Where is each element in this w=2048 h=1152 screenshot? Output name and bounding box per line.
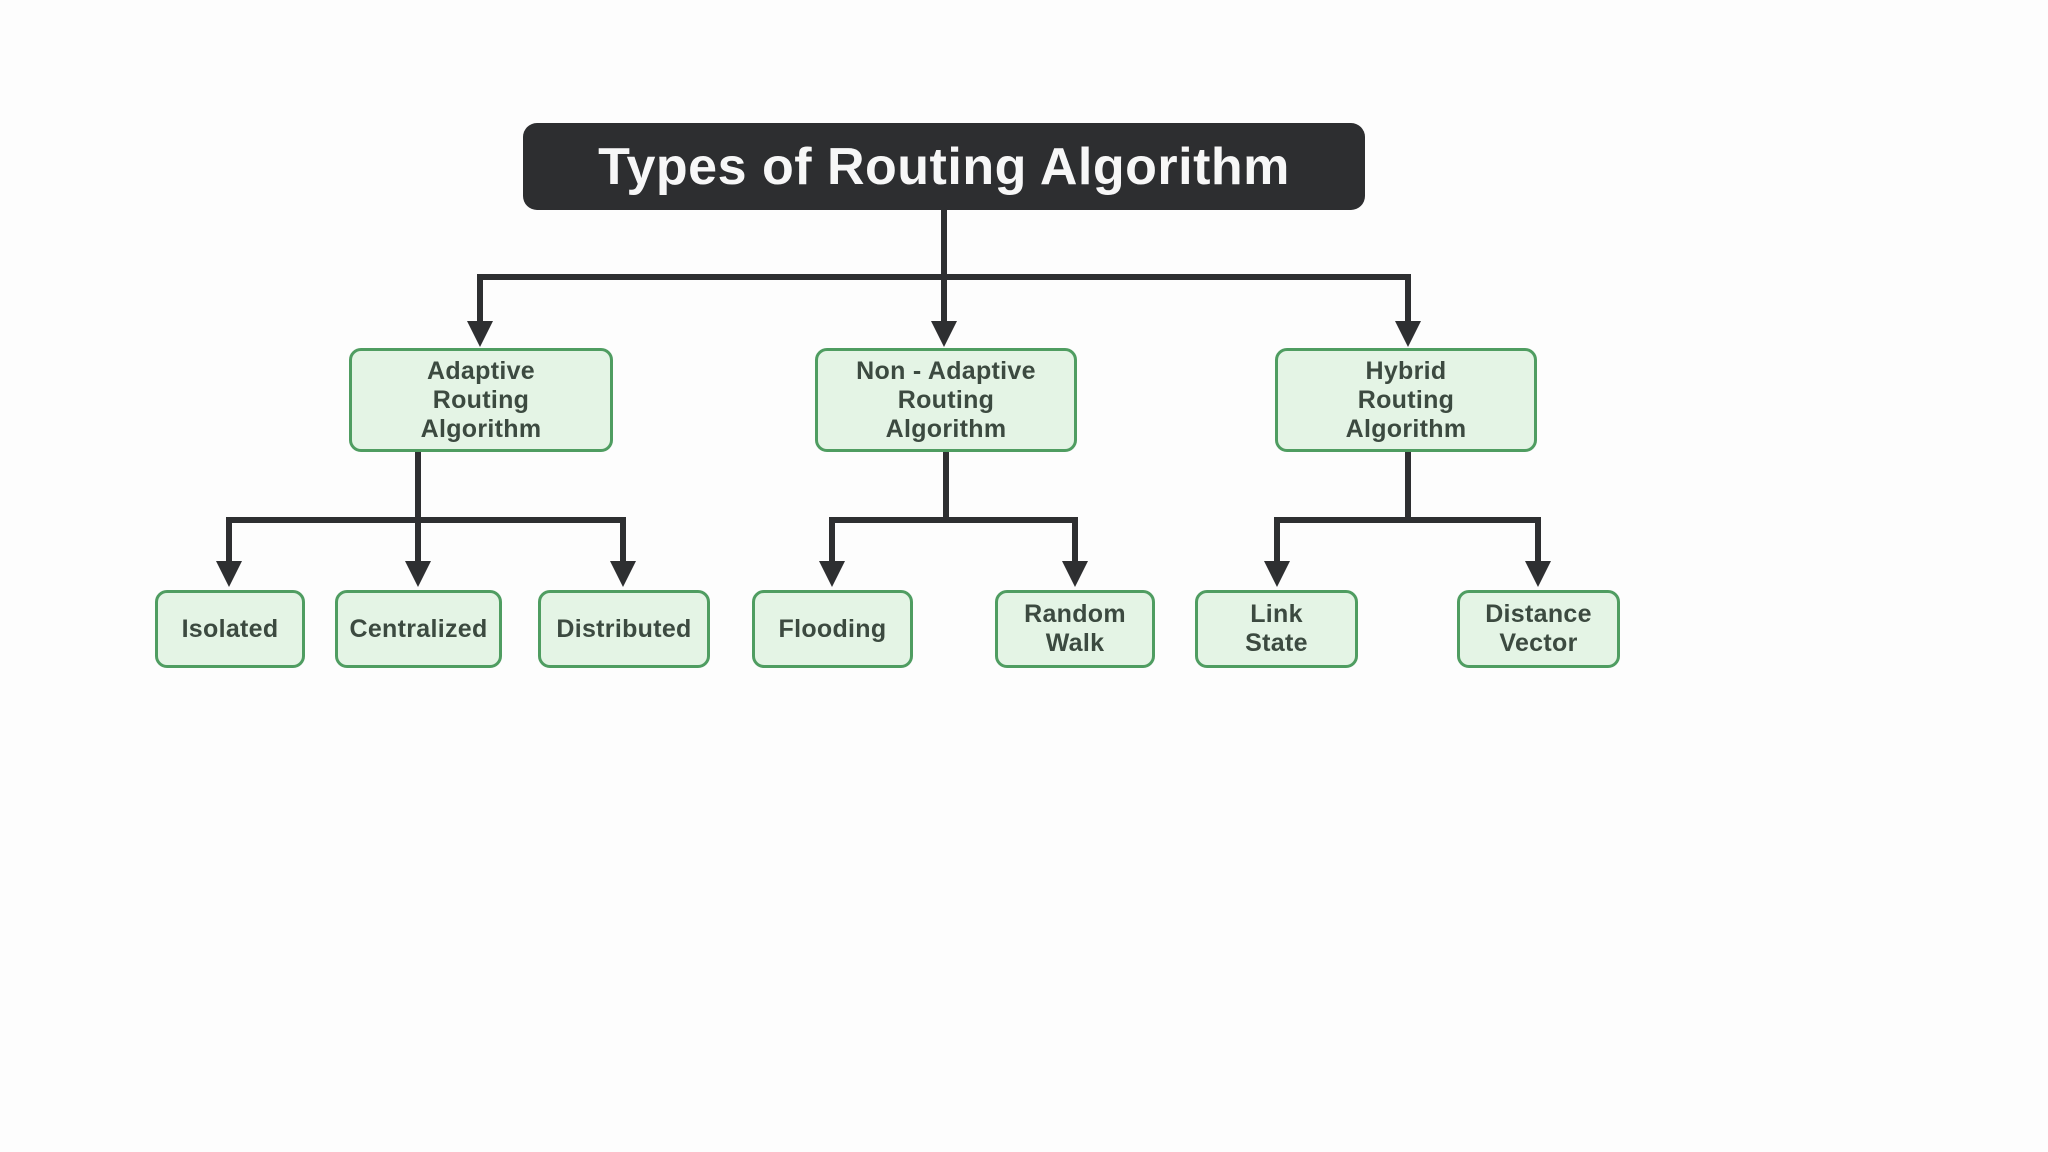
node-flooding: Flooding: [752, 590, 913, 668]
node-label-line: Adaptive: [427, 356, 535, 385]
node-label-line: Routing: [897, 385, 995, 414]
node-label-line: Distributed: [556, 614, 692, 643]
node-centralized: Centralized: [335, 590, 502, 668]
node-label-line: Routing: [432, 385, 530, 414]
node-label-line: Non - Adaptive: [856, 356, 1036, 385]
node-isolated: Isolated: [155, 590, 305, 668]
node-label-line: Algorithm: [420, 414, 542, 443]
node-label-line: Vector: [1499, 629, 1578, 657]
node-label-line: Algorithm: [1345, 414, 1467, 443]
node-label-line: Distance: [1485, 600, 1592, 628]
node-label-line: Walk: [1045, 629, 1105, 657]
diagram-title-text: Types of Routing Algorithm: [598, 137, 1290, 196]
node-label-line: Isolated: [181, 614, 279, 643]
diagram-title: Types of Routing Algorithm: [523, 123, 1365, 210]
node-label-line: Routing: [1357, 385, 1455, 414]
node-adaptive-routing-algorithm: Adaptive Routing Algorithm: [349, 348, 613, 452]
node-label-line: State: [1245, 629, 1308, 657]
node-link-state: Link State: [1195, 590, 1358, 668]
node-distributed: Distributed: [538, 590, 710, 668]
node-distance-vector: Distance Vector: [1457, 590, 1620, 668]
node-hybrid-routing-algorithm: Hybrid Routing Algorithm: [1275, 348, 1537, 452]
node-label-line: Centralized: [349, 614, 488, 643]
node-label-line: Algorithm: [885, 414, 1007, 443]
node-label-line: Hybrid: [1365, 356, 1447, 385]
node-non-adaptive-routing-algorithm: Non - Adaptive Routing Algorithm: [815, 348, 1077, 452]
node-label-line: Random: [1024, 600, 1126, 628]
node-label-line: Flooding: [778, 614, 887, 643]
node-label-line: Link: [1250, 600, 1303, 628]
node-random-walk: Random Walk: [995, 590, 1155, 668]
